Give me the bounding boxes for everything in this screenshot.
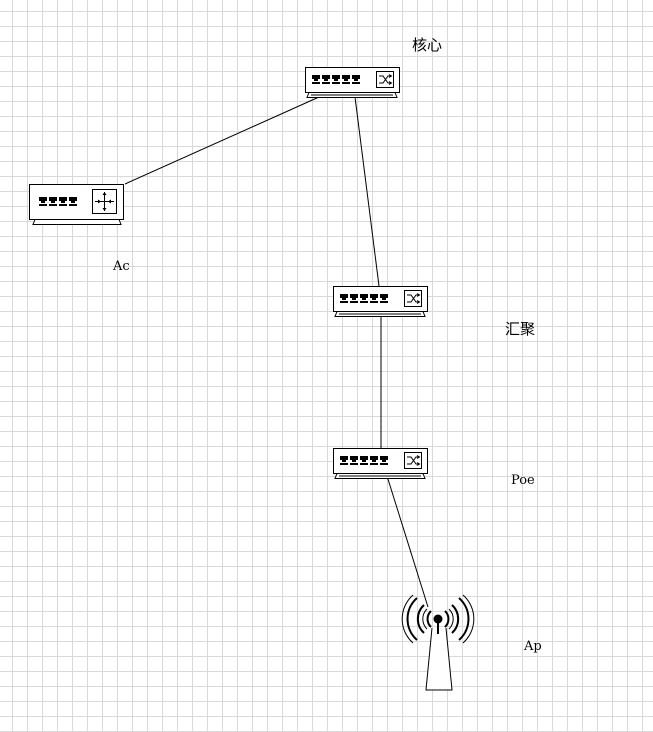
label-core: 核心 [412,36,443,54]
router-icon[interactable] [29,184,124,225]
label-poe: Poe [511,473,535,488]
label-aggregation: 汇聚 [505,320,536,338]
switch-icon[interactable] [333,448,428,479]
switch-icon[interactable] [305,67,400,98]
link-poe-ap [386,475,429,608]
label-ap: Ap [524,639,542,654]
switch-icon[interactable] [333,286,428,317]
link-core-aggregation [354,96,380,287]
links [124,96,429,608]
link-core-ac [124,96,320,185]
label-ac: Ac [113,259,130,274]
antenna-icon[interactable] [401,594,475,691]
